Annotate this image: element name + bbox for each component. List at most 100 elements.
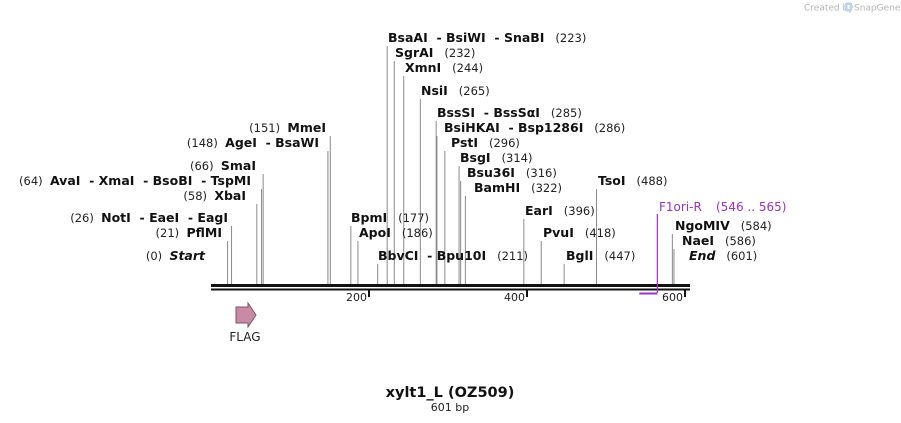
enzyme-name: BsoBI — [153, 173, 193, 188]
site-label-tsoi: TsoI (488) — [598, 173, 667, 188]
site-position: (285) — [540, 106, 582, 120]
enzyme-name: ApoI — [359, 225, 391, 240]
site-pfmi[interactable]: (21) PflMI — [156, 225, 222, 240]
site-avai[interactable]: (64) AvaI - XmaI - BsoBI - TspMI — [19, 173, 251, 188]
primer-f1ori-r[interactable]: F1ori-R (546 .. 565) — [639, 200, 786, 295]
site-bsihkai[interactable]: BsiHKAI - Bsp1286I (286) — [444, 120, 625, 135]
site-xbai[interactable]: (58) XbaI — [183, 188, 246, 203]
enzyme-name: BglI — [566, 248, 593, 263]
site-position: (186) — [391, 226, 433, 240]
site-label-nsii: NsiI (265) — [421, 83, 490, 98]
site-position: (151) — [249, 121, 287, 135]
enzyme-name: XmaI — [99, 173, 135, 188]
site-bamhi[interactable]: BamHI (322) — [474, 180, 562, 195]
site-label-bamhi: BamHI (322) — [474, 180, 562, 195]
enzyme-name: MmeI — [287, 120, 326, 135]
site-bgli[interactable]: BglI (447) — [566, 248, 635, 263]
site-psti[interactable]: PstI (296) — [451, 135, 520, 150]
enzyme-name: TsoI — [598, 173, 626, 188]
enzyme-name: BsiHKAI — [444, 120, 500, 135]
enzyme-name: NgoMIV — [675, 218, 730, 233]
credit-prefix: Created by — [804, 4, 854, 14]
axis-tick-label: 400 — [504, 291, 525, 304]
site-tsoi[interactable]: TsoI (488) — [598, 173, 667, 188]
site-label-smai: (66) SmaI — [190, 158, 256, 173]
backbone-top-strand — [211, 284, 690, 287]
site-position: (148) — [187, 136, 225, 150]
site-nsii[interactable]: NsiI (265) — [421, 83, 490, 98]
site-label-bsu36i: Bsu36I (316) — [467, 165, 557, 180]
enzyme-name: BsaWI — [275, 135, 319, 150]
feature-flag[interactable]: FLAG — [229, 301, 261, 344]
site-ngomiv[interactable]: NgoMIV (584) — [675, 218, 772, 233]
enzyme-name: NotI — [101, 210, 131, 225]
site-naei[interactable]: NaeI (586) — [682, 233, 756, 248]
axis-tick-label: 200 — [346, 291, 367, 304]
site-mmei[interactable]: (151) MmeI — [249, 120, 326, 135]
site-position: (447) — [593, 249, 635, 263]
restriction-site-labels: (0) Start (21) PflMI(26) NotI - EaeI - Ea… — [19, 30, 772, 263]
site-label-start: (0) Start — [146, 248, 206, 263]
site-position: (58) — [183, 189, 214, 203]
enzyme-name: BpmI — [351, 210, 387, 225]
enzyme-name: Bpu10I — [437, 248, 486, 263]
site-label-xmni: XmnI (244) — [405, 60, 483, 75]
enzyme-name: BsgI — [460, 150, 491, 165]
backbone-bottom-strand — [211, 288, 690, 291]
enzyme-name: PflMI — [186, 225, 222, 240]
enzyme-name: Bsu36I — [467, 165, 515, 180]
enzyme-name: BbvCI — [378, 248, 418, 263]
site-eari[interactable]: EarI (396) — [525, 203, 595, 218]
site-label-end: End (601) — [689, 248, 757, 263]
site-leader-lines — [227, 46, 675, 284]
snapgene-credit: Created by SnapGene — [804, 2, 901, 14]
enzyme-name: End — [689, 248, 716, 263]
feature-flag-label: FLAG — [229, 330, 260, 344]
site-xmni[interactable]: XmnI (244) — [405, 60, 483, 75]
site-position: (322) — [520, 181, 562, 195]
site-agei[interactable]: (148) AgeI - BsaWI — [187, 135, 319, 150]
site-label-bgli: BglI (447) — [566, 248, 635, 263]
site-position: (177) — [387, 211, 429, 225]
enzyme-name: EaeI — [149, 210, 179, 225]
site-end[interactable]: End (601) — [689, 248, 757, 263]
site-sgrai[interactable]: SgrAI (232) — [395, 45, 475, 60]
site-bsssi[interactable]: BssSI - BssSαI (285) — [437, 105, 582, 120]
site-position: (244) — [441, 61, 483, 75]
site-label-naei: NaeI (586) — [682, 233, 756, 248]
site-label-mmei: (151) MmeI — [249, 120, 326, 135]
site-label-pfmi: (21) PflMI — [156, 225, 222, 240]
site-position: (211) — [486, 249, 528, 263]
enzyme-name: SgrAI — [395, 45, 433, 60]
site-start[interactable]: (0) Start — [146, 248, 206, 263]
site-position: (223) — [544, 31, 586, 45]
enzyme-name: BssSI — [437, 105, 475, 120]
enzyme-name: PstI — [451, 135, 478, 150]
enzyme-name: Start — [169, 248, 206, 263]
site-apoi[interactable]: ApoI (186) — [359, 225, 433, 240]
site-bpmi[interactable]: BpmI (177) — [351, 210, 429, 225]
site-bsu36i[interactable]: Bsu36I (316) — [467, 165, 557, 180]
site-position: (316) — [515, 166, 557, 180]
site-label-agei: (148) AgeI - BsaWI — [187, 135, 319, 150]
primer-range: (546 .. 565) — [716, 200, 786, 214]
enzyme-name: BsiWI — [446, 30, 486, 45]
site-label-noti: (26) NotI - EaeI - EagI — [70, 210, 228, 225]
site-bbvci[interactable]: BbvCI - Bpu10I (211) — [378, 248, 528, 263]
site-position: (418) — [574, 226, 616, 240]
site-smai[interactable]: (66) SmaI — [190, 158, 256, 173]
enzyme-name: SnaBI — [504, 30, 545, 45]
site-position: (396) — [553, 204, 595, 218]
site-pvui[interactable]: PvuI (418) — [543, 225, 616, 240]
site-noti[interactable]: (26) NotI - EaeI - EagI — [70, 210, 228, 225]
site-label-bsssi: BssSI - BssSαI (285) — [437, 105, 582, 120]
sequence-title: xylt1_L (OZ509) — [386, 385, 515, 401]
enzyme-name: SmaI — [221, 158, 256, 173]
site-bsgi[interactable]: BsgI (314) — [460, 150, 532, 165]
site-position: (586) — [714, 234, 756, 248]
site-position: (26) — [70, 211, 101, 225]
site-bsaai[interactable]: BsaAI - BsiWI - SnaBI (223) — [388, 30, 586, 45]
site-label-bsihkai: BsiHKAI - Bsp1286I (286) — [444, 120, 625, 135]
